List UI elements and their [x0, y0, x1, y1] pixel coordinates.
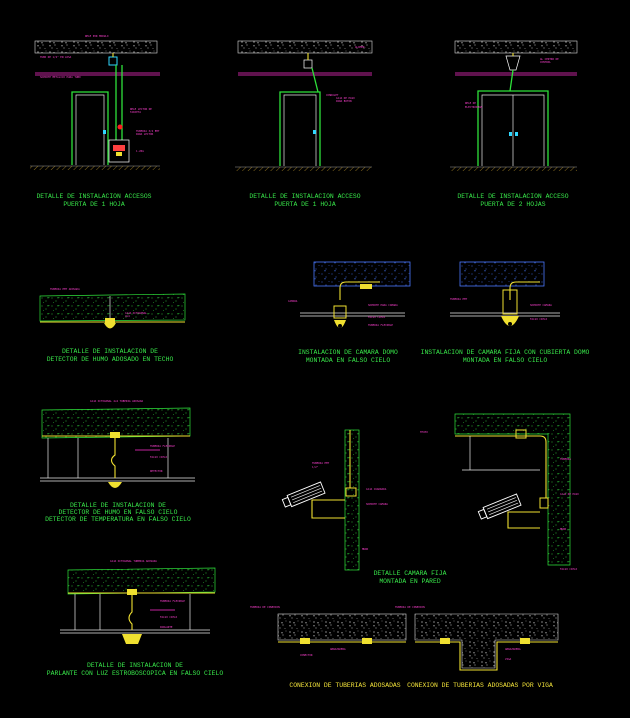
- svg-text:TECHO: TECHO: [420, 430, 428, 434]
- svg-text:RELE POR MODULO: RELE POR MODULO: [85, 34, 109, 38]
- svg-text:CONDULET: CONDULET: [326, 93, 339, 97]
- svg-text:1.20m: 1.20m: [136, 149, 144, 153]
- svg-text:ABRAZADERA: ABRAZADERA: [505, 647, 521, 651]
- fixed-camera-dome-cover-detail: TUBERIA EMT SOPORTE CAMARA FALSO CIELO I…: [421, 261, 590, 364]
- svg-text:VIGA: VIGA: [505, 657, 512, 661]
- svg-text:4x4: 4x4: [125, 314, 130, 318]
- door2-caption-line1: DETALLE DE INSTALACION ACCESO: [249, 193, 360, 200]
- wall-camera-caption-line2: MONTADA EN PARED: [379, 578, 441, 585]
- door3-caption-line2: PUERTA DE 2 HOJAS: [480, 201, 545, 208]
- svg-text:FALSO CIELO: FALSO CIELO: [160, 615, 178, 619]
- svg-text:DETECTOR: DETECTOR: [150, 469, 163, 473]
- speaker-strobe-detail: CAJA OCTOGONAL TUBERIA ADOSADA TUBERIA F…: [47, 559, 224, 677]
- beam-pipe-connection-detail: TUBERIA DE CONEXION ABRAZADERA VIGA CONE…: [395, 605, 559, 689]
- svg-text:1/2": 1/2": [312, 465, 319, 469]
- door-detail-1: RELE POR MODULO TUBO DE 1/2" EN LOSA SOP…: [30, 34, 160, 208]
- svg-text:FALSO CIELO: FALSO CIELO: [368, 315, 386, 319]
- svg-text:TUBERIA DE CONEXION: TUBERIA DE CONEXION: [250, 605, 280, 609]
- dome-caption-line2: MONTADA EN FALSO CIELO: [306, 357, 391, 364]
- svg-text:FALSO CIELO: FALSO CIELO: [530, 317, 548, 321]
- dome-cover-caption-line2: MONTADA EN FALSO CIELO: [463, 357, 548, 364]
- dome-cover-caption-line1: INSTALACION DE CAMARA FIJA CON CUBIERTA …: [421, 349, 590, 356]
- svg-text:ABRAZADERA: ABRAZADERA: [330, 647, 346, 651]
- detector-caption-line2: DETECTOR DE HUMO EN FALSO CIELO: [59, 509, 178, 516]
- svg-text:PARA LECTOR: PARA LECTOR: [136, 132, 154, 136]
- detector-false-ceiling-detail: CAJA OCTOGONAL 4x4 TUBERIA ADOSADA TUBER…: [40, 399, 195, 523]
- door1-caption-line1: DETALLE DE INSTALACION ACCESOS: [36, 193, 151, 200]
- svg-text:TUBERIA FLEXIBLE: TUBERIA FLEXIBLE: [160, 599, 185, 603]
- svg-text:TUBERIA FLEXIBLE: TUBERIA FLEXIBLE: [150, 444, 175, 448]
- smoke-caption-line1: DETALLE DE INSTALACION DE: [62, 348, 158, 355]
- svg-text:CAJA DE PASO: CAJA DE PASO: [560, 492, 579, 496]
- svg-text:SOPORTE CAMARA: SOPORTE CAMARA: [530, 303, 552, 307]
- svg-text:TUBERIA EMT: TUBERIA EMT: [312, 461, 330, 465]
- detector-caption-line3: DETECTOR DE TEMPERATURA EN FALSO CIELO: [45, 516, 191, 523]
- wall-camera-detail: TUBERIA EMT 1/2" CAJA CUADRADA SOPORTE C…: [281, 429, 447, 585]
- svg-text:CONECTOR: CONECTOR: [300, 653, 313, 657]
- beam-caption: CONEXION DE TUBERIAS ADOSADAS POR VIGA: [407, 682, 553, 689]
- svg-text:PARLANTE: PARLANTE: [160, 625, 173, 629]
- svg-text:CAJA DE PASO: CAJA DE PASO: [336, 96, 355, 100]
- svg-text:AL CENTRO DE: AL CENTRO DE: [540, 57, 559, 61]
- door-detail-2: ALIMEN. CONDULET CAJA DE PASO PARA BOTON…: [235, 40, 373, 208]
- wall-camera-caption-line1: DETALLE CAMARA FIJA: [374, 570, 447, 577]
- svg-text:CAJA OCTOGONAL 4x4 TUBERIA ADO: CAJA OCTOGONAL 4x4 TUBERIA ADOSADA: [90, 399, 144, 403]
- svg-text:TUBO DE 1/2" EN LOSA: TUBO DE 1/2" EN LOSA: [40, 55, 72, 59]
- smoke-detector-ceiling-detail: TUBERIA EMT ADOSADA CAJA OCTOGONAL 4x4 D…: [39, 287, 186, 363]
- svg-text:FALSO CIELO: FALSO CIELO: [560, 567, 578, 571]
- svg-text:CAJA CUADRADA: CAJA CUADRADA: [366, 487, 387, 491]
- svg-text:SOPORTE PARA CAMARA: SOPORTE PARA CAMARA: [368, 303, 398, 307]
- detector-caption-line1: DETALLE DE INSTALACION DE: [70, 502, 166, 509]
- door1-caption-line2: PUERTA DE 1 HOJA: [63, 201, 125, 208]
- svg-text:MURO: MURO: [560, 527, 567, 531]
- svg-text:TUBERIA EMT ADOSADA: TUBERIA EMT ADOSADA: [50, 287, 80, 291]
- pipe-caption: CONEXION DE TUBERIAS ADOSADAS: [289, 682, 400, 689]
- svg-text:TUBERIA DE CONEXION: TUBERIA DE CONEXION: [395, 605, 425, 609]
- strobe-caption-line1: DETALLE DE INSTALACION DE: [87, 662, 183, 669]
- wall-ceiling-camera-detail: TECHO TUBERIA CAJA DE PASO MURO FALSO CI…: [420, 413, 579, 571]
- door-detail-3: RELE DE ELECTROIMAN AL CENTRO DE CONTROL…: [450, 40, 578, 208]
- svg-text:ELECTROIMAN: ELECTROIMAN: [465, 105, 483, 109]
- svg-text:TUBERIA 3/4 EMT: TUBERIA 3/4 EMT: [136, 129, 160, 133]
- door2-caption-line2: PUERTA DE 1 HOJA: [274, 201, 336, 208]
- svg-text:CONTROL: CONTROL: [540, 60, 551, 64]
- door3-caption-line1: DETALLE DE INSTALACION ACCESO: [457, 193, 568, 200]
- svg-text:ALIMEN.: ALIMEN.: [355, 45, 366, 49]
- strobe-caption-line2: PARLANTE CON LUZ ESTROBOSCOPICA EN FALSO…: [47, 670, 224, 677]
- dome-caption-line1: INSTALACION DE CAMARA DOMO: [298, 349, 398, 356]
- pipe-connection-detail: TUBERIA DE CONEXION ABRAZADERA CONECTOR …: [250, 605, 407, 689]
- svg-text:CAMARA: CAMARA: [288, 299, 298, 303]
- svg-text:CAJA OCTOGONAL: CAJA OCTOGONAL: [125, 311, 147, 315]
- svg-text:TUBERIA: TUBERIA: [560, 457, 571, 461]
- svg-text:TUBERIA FLEXIBLE: TUBERIA FLEXIBLE: [368, 323, 393, 327]
- svg-text:SOPORTE CAMARA: SOPORTE CAMARA: [366, 502, 388, 506]
- svg-text:FALSO CIELO: FALSO CIELO: [150, 455, 168, 459]
- svg-text:CAJA OCTOGONAL TUBERIA ADOSADA: CAJA OCTOGONAL TUBERIA ADOSADA: [110, 559, 157, 563]
- svg-text:TUBERIA EMT: TUBERIA EMT: [450, 297, 468, 301]
- dome-camera-detail: CAMARA SOPORTE PARA CAMARA FALSO CIELO T…: [288, 261, 411, 364]
- svg-text:SOPORTE METALICO PARA TUBO: SOPORTE METALICO PARA TUBO: [40, 75, 81, 79]
- svg-text:TARJETA: TARJETA: [130, 110, 141, 114]
- smoke-caption-line2: DETECTOR DE HUMO ADOSADO EN TECHO: [47, 356, 174, 363]
- svg-text:PARA BOTON: PARA BOTON: [336, 99, 352, 103]
- svg-text:RELE LECTOR DE: RELE LECTOR DE: [130, 107, 152, 111]
- svg-text:RELE DE: RELE DE: [465, 101, 476, 105]
- svg-text:MURO: MURO: [362, 547, 369, 551]
